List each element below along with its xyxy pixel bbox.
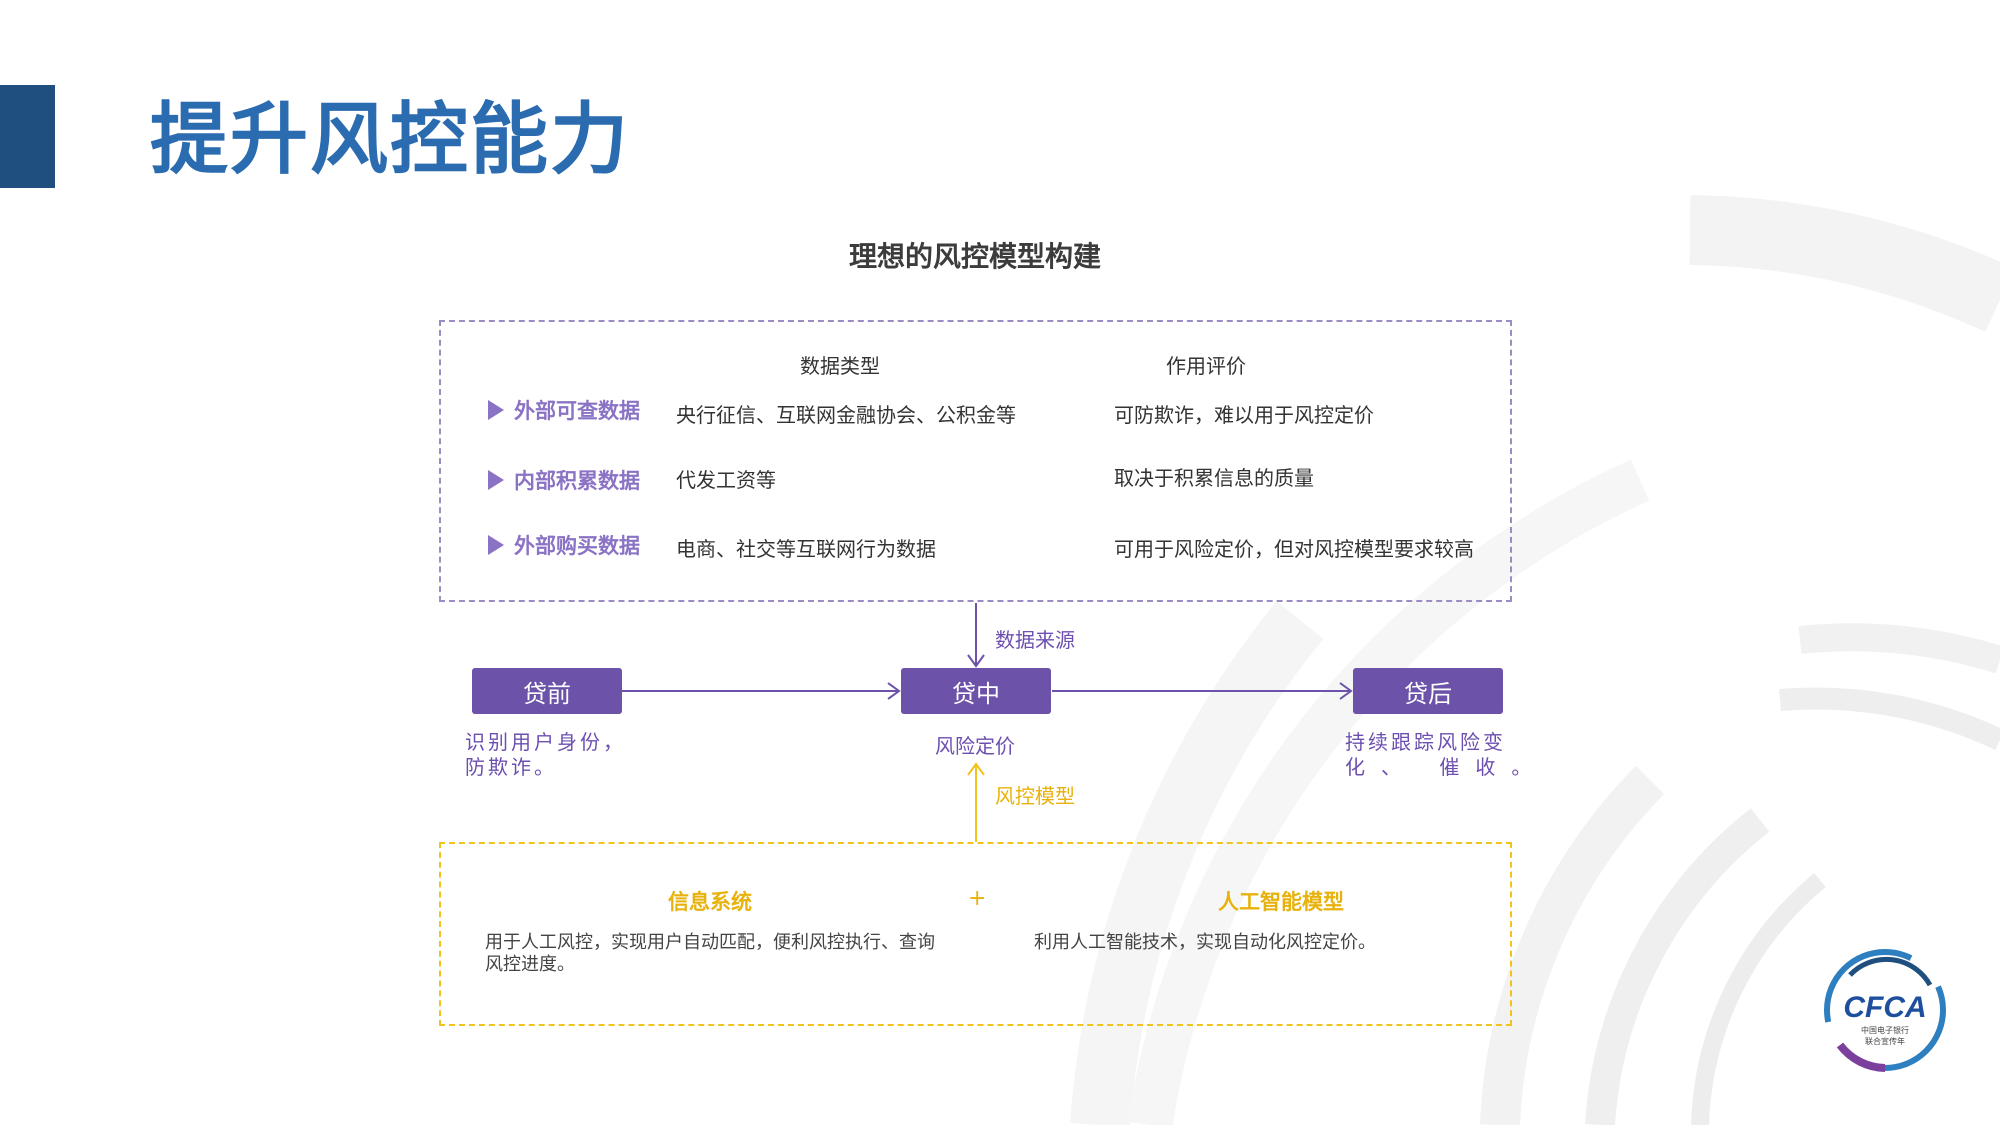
stage-post-desc: 持续跟踪风险变 化、 催收。 [1345,730,1548,779]
page-title: 提升风控能力 [150,95,631,185]
data-sources-box [439,320,1512,602]
logo-subtext: 中国电子银行 [1861,1025,1909,1035]
stage-pre-loan: 贷前 [472,668,622,714]
ai-model-desc: 利用人工智能技术，实现自动化风控定价。 [1034,932,1376,953]
data-row-label: 内部积累数据 [488,465,640,495]
data-type-cell: 代发工资等 [676,468,776,492]
data-source-label: 数据来源 [995,628,1075,652]
info-system-title: 信息系统 [668,890,752,914]
column-header-eval: 作用评价 [1166,354,1246,378]
data-type-cell: 央行征信、互联网金融协会、公积金等 [676,403,1016,427]
column-header-type: 数据类型 [800,354,880,378]
data-type-cell: 电商、社交等互联网行为数据 [676,537,936,561]
diagram-title: 理想的风控模型构建 [848,240,1101,273]
pre-to-mid-arrowhead [887,682,901,700]
stage-in-loan: 贷中 [901,668,1051,714]
stage-in-desc: 风险定价 [935,734,1015,758]
data-eval-cell: 可用于风险定价，但对风控模型要求较高 [1114,537,1474,561]
info-system-desc: 用于人工风控，实现用户自动匹配，便利风控执行、查询 风控进度。 [485,932,935,975]
data-eval-cell: 可防欺诈，难以用于风控定价 [1114,403,1374,427]
logo-text: CFCA [1843,991,1926,1024]
triangle-bullet-icon [488,400,504,420]
data-source-arrowhead [967,654,985,668]
ai-model-title: 人工智能模型 [1218,890,1344,914]
triangle-bullet-icon [488,535,504,555]
cfca-logo: CFCA 中国电子银行 联合宣传年 [1824,949,1946,1072]
data-row-label: 外部购买数据 [488,530,640,560]
logo-subtext: 联合宣传年 [1865,1036,1905,1046]
systems-box [439,842,1512,1026]
title-accent-bar [0,85,55,188]
data-row-label: 外部可查数据 [488,395,640,425]
plus-sign: + [968,886,987,911]
risk-model-arrowhead [967,762,985,776]
mid-to-post-arrowhead [1339,682,1353,700]
data-eval-cell: 取决于积累信息的质量 [1114,466,1314,490]
triangle-bullet-icon [488,470,504,490]
stage-post-loan: 贷后 [1353,668,1503,714]
stage-pre-desc: 识别用户身份， 防欺诈。 [465,730,626,779]
risk-model-label: 风控模型 [995,784,1075,808]
